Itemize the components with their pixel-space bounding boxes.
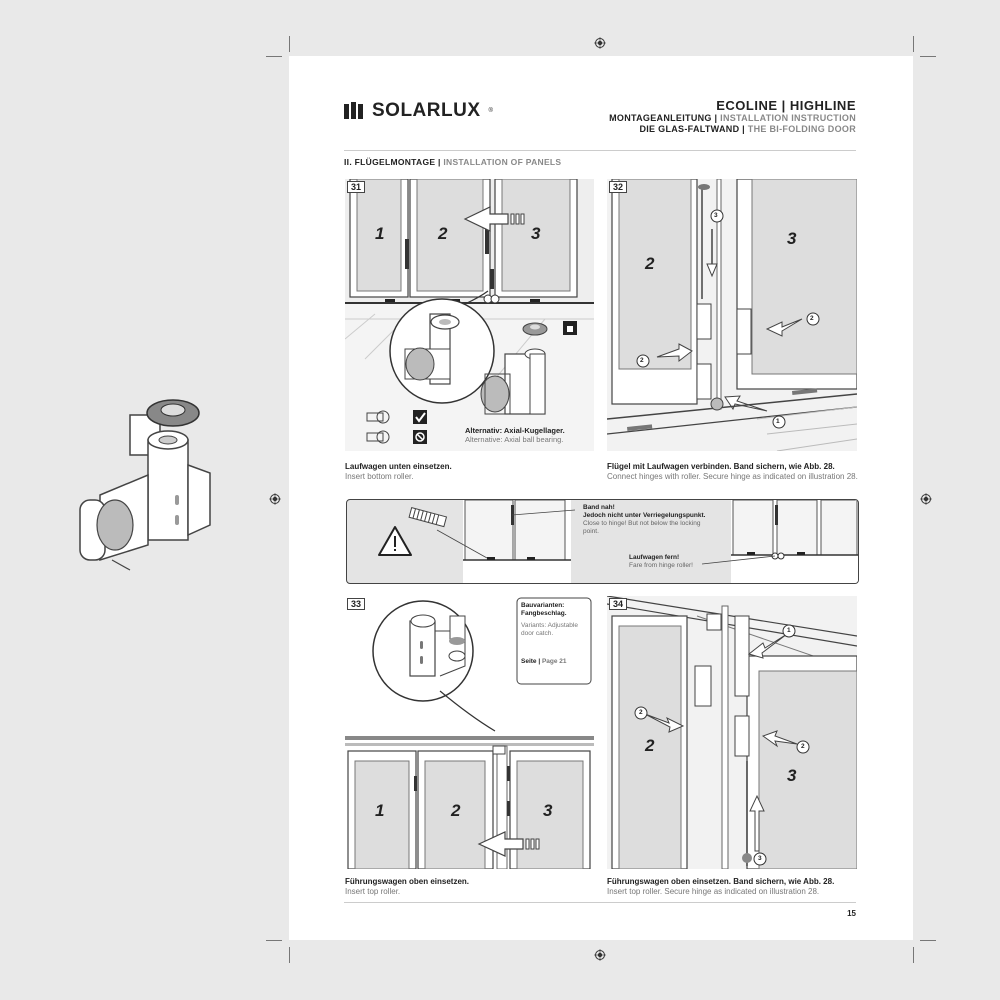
solarlux-logo-icon: [344, 102, 363, 119]
crop-mark: [913, 36, 914, 52]
step-32-caption: Flügel mit Laufwagen verbinden. Band sic…: [607, 462, 858, 481]
marker-1: 1: [787, 627, 791, 634]
registration-mark-icon: [920, 493, 932, 505]
marker-2: 2: [810, 315, 814, 322]
crop-mark: [289, 36, 290, 52]
panel-label-2: 2: [451, 801, 461, 820]
crop-mark: [920, 56, 936, 57]
section-heading: II. FLÜGELMONTAGE | INSTALLATION OF PANE…: [344, 157, 562, 167]
crop-mark: [266, 940, 282, 941]
step-number: 32: [609, 181, 628, 193]
marker-2: 2: [640, 357, 644, 364]
panel-label-2: 2: [645, 254, 655, 273]
crop-mark: [913, 947, 914, 963]
step-number: 33: [347, 598, 366, 610]
step-number: 34: [609, 598, 628, 610]
subtitle-line-2: DIE GLAS-FALTWAND | THE BI-FOLDING DOOR: [639, 124, 856, 134]
registration-mark-icon: [594, 949, 606, 961]
crop-mark: [266, 56, 282, 57]
marker-2: 2: [639, 709, 643, 716]
warning-panel: Band nah! Jedoch nicht unter Verriegelun…: [346, 499, 859, 584]
alternative-note: Alternativ: Axial-Kugellager.Alternative…: [465, 426, 565, 444]
panel-label-3: 3: [787, 229, 797, 248]
panel-label-2: 2: [645, 736, 655, 755]
document-page: SOLARLUX ® ECOLINE | HIGHLINE MONTAGEANLE…: [289, 56, 913, 940]
step-31-caption: Laufwagen unten einsetzen.Insert bottom …: [345, 462, 452, 481]
product-title: ECOLINE | HIGHLINE: [716, 98, 856, 113]
marker-1: 1: [776, 418, 780, 425]
registration-mark-icon: [269, 493, 281, 505]
step-34-illustration: 34 2 3 1 2 2 3: [607, 596, 857, 869]
panel-label-3: 3: [531, 224, 541, 243]
step-33-caption: Führungswagen oben einsetzen.Insert top …: [345, 877, 470, 896]
footer-divider: [344, 902, 856, 903]
step-32-illustration: 32 2 3 3 2 2 1: [607, 179, 857, 451]
marker-2: 2: [801, 743, 805, 750]
hinge-close-note: Band nah! Jedoch nicht unter Verriegelun…: [583, 504, 706, 535]
marker-3: 3: [758, 855, 762, 862]
step-number: 31: [347, 181, 366, 193]
panel-label-2: 2: [438, 224, 448, 243]
brand-logo: SOLARLUX ®: [344, 100, 493, 122]
roller-far-note: Laufwagen fern! Fare from hinge roller!: [629, 554, 693, 569]
brand-name: SOLARLUX: [372, 100, 481, 121]
page-number: 15: [847, 909, 856, 918]
subtitle-line-1: MONTAGEANLEITUNG | INSTALLATION INSTRUCT…: [609, 113, 856, 123]
crop-mark: [920, 940, 936, 941]
panel-label-1: 1: [375, 801, 385, 820]
document-title-block: ECOLINE | HIGHLINE MONTAGEANLEITUNG | IN…: [609, 98, 856, 135]
registration-mark-icon: [594, 37, 606, 49]
panel-label-3: 3: [543, 801, 553, 820]
step-34-caption: Führungswagen oben einsetzen. Band siche…: [607, 877, 835, 896]
step-33-illustration: 33 1 2 3 Bauvarianten: Fangbeschlag. Var…: [345, 596, 594, 869]
panel-label-3: 3: [787, 766, 797, 785]
step-31-illustration: 31 1 2 3 Alternativ: Axial-Kugellager.Al…: [345, 179, 594, 451]
trademark: ®: [488, 108, 493, 114]
variant-box: Bauvarianten: Fangbeschlag. Variants: Ad…: [521, 602, 578, 665]
crop-mark: [289, 947, 290, 963]
marker-3: 3: [714, 212, 718, 219]
panel-label-1: 1: [375, 224, 385, 243]
header-divider: [344, 150, 856, 151]
hinge-roller-illustration: [79, 399, 211, 571]
